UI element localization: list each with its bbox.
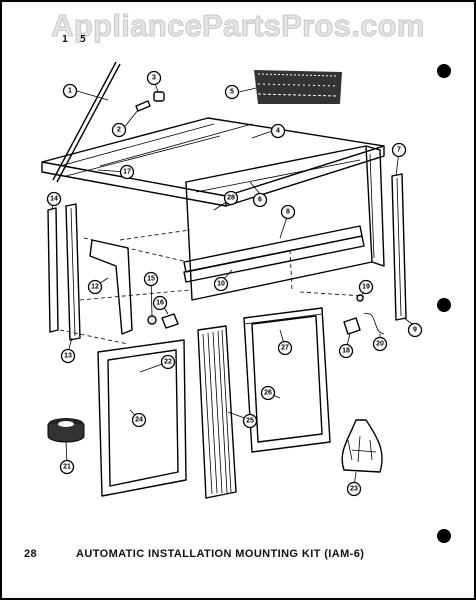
svg-text:6: 6 (258, 197, 262, 204)
callout-20: 20 (372, 336, 388, 352)
svg-text:20: 20 (376, 341, 384, 348)
callout-1: 1 (62, 83, 78, 99)
part-side-frame-upper (243, 307, 331, 453)
callout-10: 10 (213, 276, 229, 292)
callout-27: 27 (277, 340, 293, 356)
svg-text:13: 13 (64, 353, 72, 360)
page-number: 28 (24, 548, 38, 560)
svg-text:2: 2 (117, 127, 121, 134)
callout-15: 15 (143, 271, 159, 287)
callout-3: 3 (146, 70, 162, 86)
callout-8: 8 (280, 204, 296, 220)
svg-text:27: 27 (281, 345, 289, 352)
callout-19: 19 (358, 279, 374, 295)
figure-title: AUTOMATIC INSTALLATION MOUNTING KIT (IAM… (76, 548, 365, 560)
callout-22: 22 (160, 354, 176, 370)
part-horizontal-bar (183, 225, 365, 283)
figure-caption: 28 AUTOMATIC INSTALLATION MOUNTING KIT (I… (24, 548, 464, 560)
callout-2: 2 (111, 122, 127, 138)
callout-13: 13 (60, 348, 76, 364)
callout-17: 17 (119, 164, 135, 180)
callout-7: 7 (391, 142, 407, 158)
svg-text:22: 22 (164, 359, 172, 366)
assembly-lines (59, 229, 365, 345)
callout-9: 9 (407, 322, 423, 338)
svg-text:17: 17 (123, 169, 131, 176)
callout-24: 24 (131, 412, 147, 428)
svg-text:8: 8 (286, 209, 290, 216)
svg-text:28: 28 (227, 195, 235, 202)
callout-26: 26 (260, 385, 276, 401)
svg-text:16: 16 (156, 300, 164, 307)
svg-text:3: 3 (152, 75, 156, 82)
svg-text:9: 9 (413, 327, 417, 334)
svg-text:12: 12 (91, 284, 99, 291)
part-accordion-panel (197, 325, 237, 499)
callout-23: 23 (346, 481, 362, 497)
part-seal-strip (254, 70, 342, 104)
svg-text:25: 25 (246, 418, 254, 425)
svg-text:14: 14 (50, 196, 58, 203)
callout-25: 25 (242, 413, 258, 429)
svg-text:26: 26 (264, 390, 272, 397)
svg-text:4: 4 (276, 128, 280, 135)
svg-text:24: 24 (135, 417, 143, 424)
svg-text:18: 18 (342, 348, 350, 355)
svg-text:19: 19 (362, 284, 370, 291)
svg-text:5: 5 (230, 89, 234, 96)
callout-16: 16 (152, 295, 168, 311)
part-knob (147, 313, 179, 329)
callout-12: 12 (87, 279, 103, 295)
svg-text:15: 15 (147, 276, 155, 283)
part-left-strips (47, 203, 81, 341)
part-diagonal-rod (52, 61, 121, 183)
callout-6: 6 (252, 192, 268, 208)
part-gasket-roll (47, 418, 85, 443)
callout-28: 28 (223, 190, 239, 206)
svg-text:7: 7 (397, 147, 401, 154)
part-top-frame-rail (41, 117, 385, 207)
svg-text:21: 21 (63, 464, 71, 471)
part-right-strip (391, 173, 407, 321)
svg-text:10: 10 (217, 281, 225, 288)
callout-21: 21 (59, 459, 75, 475)
part-latch-assembly (343, 294, 385, 335)
callout-4: 4 (270, 123, 286, 139)
part-cap-screw (135, 91, 165, 112)
part-hardware-bag (341, 419, 383, 473)
callout-5: 5 (224, 84, 240, 100)
callout-18: 18 (338, 343, 354, 359)
callout-14: 14 (46, 191, 62, 207)
svg-text:1: 1 (68, 88, 72, 95)
svg-text:23: 23 (350, 486, 358, 493)
